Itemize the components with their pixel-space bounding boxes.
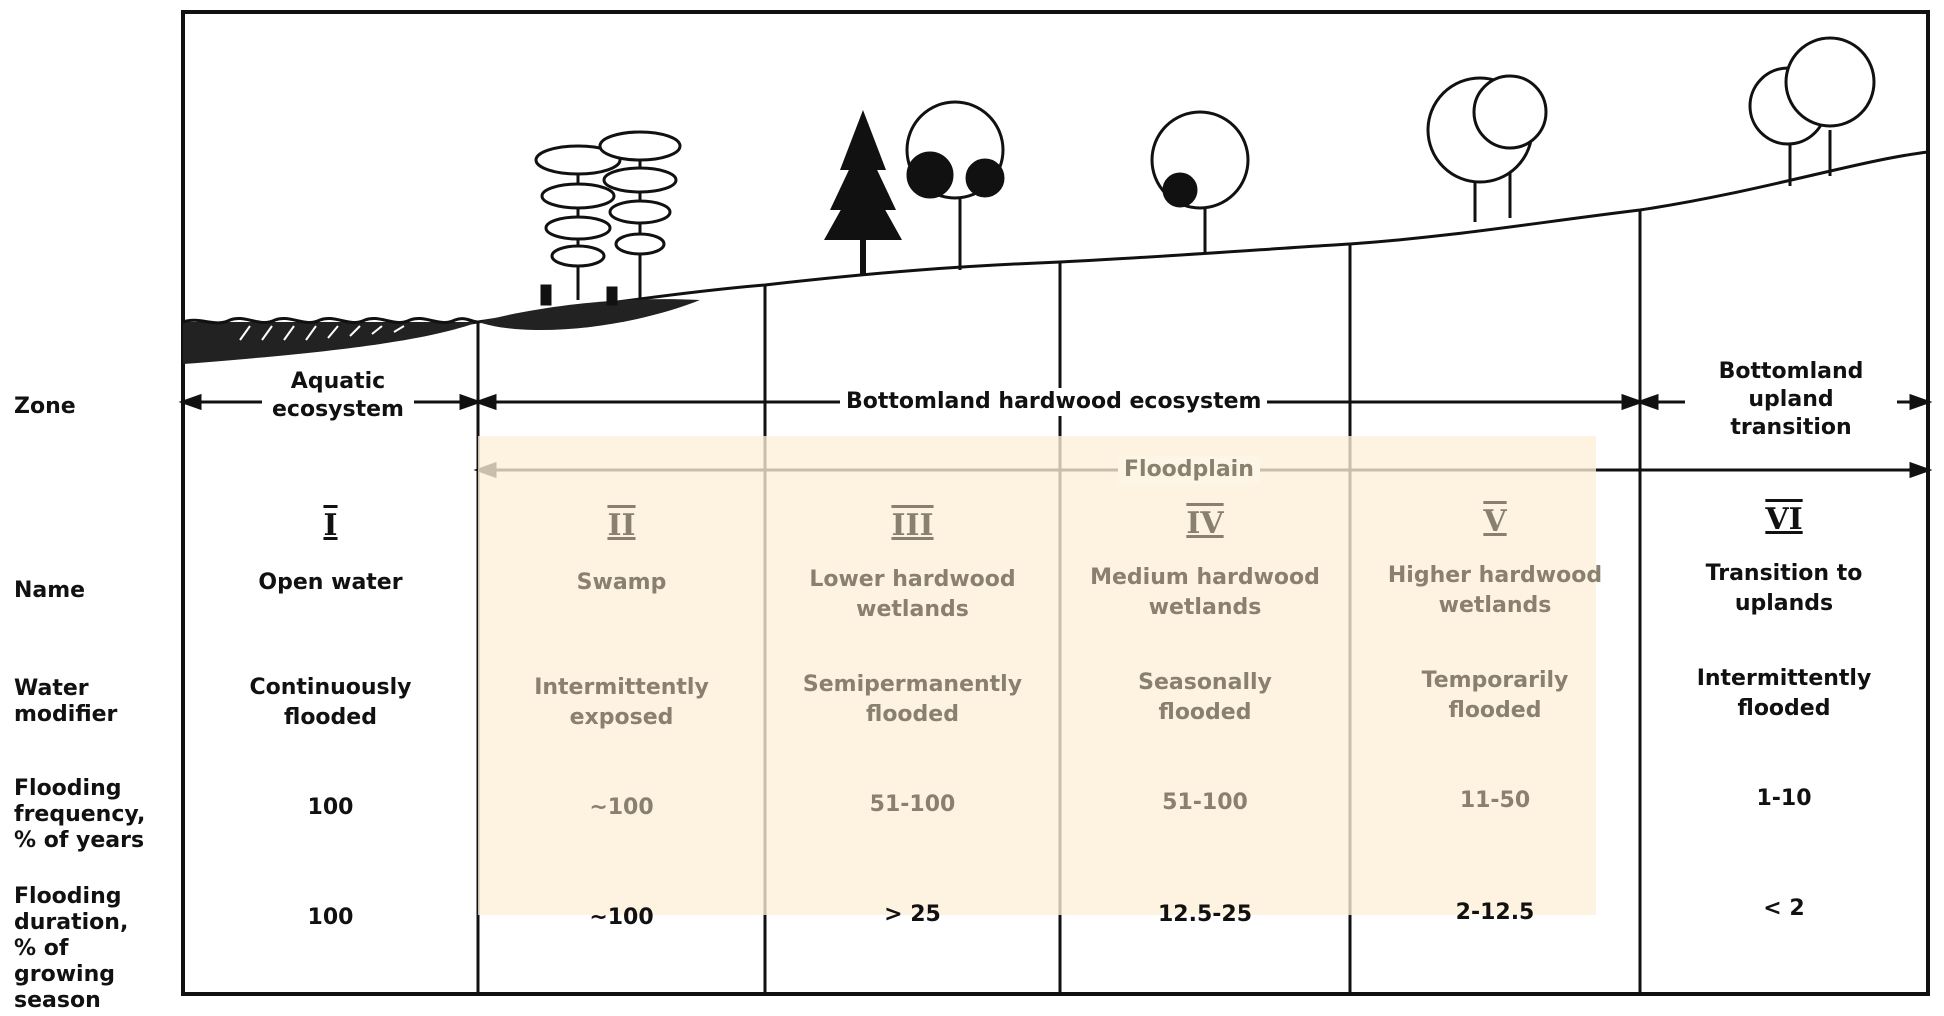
row-label-flooding-duration: Flooding duration, % of growing season [14, 884, 129, 1013]
zone-numeral: VI [1765, 502, 1803, 537]
flooding-frequency: 51-100 [1162, 790, 1248, 815]
water-modifier: Continuously flooded [249, 675, 412, 730]
flooding-frequency: 1-10 [1756, 786, 1812, 811]
water-modifier: Intermittently exposed [534, 675, 709, 730]
flooding-frequency: 51-100 [869, 792, 956, 817]
flooding-frequency: 11-50 [1459, 788, 1531, 813]
water-modifier: Semipermanently flooded [802, 672, 1023, 727]
flooding-frequency: ~100 [589, 795, 654, 820]
open-water-icon [182, 317, 479, 364]
cypress-tree-icon [534, 130, 682, 306]
flooding-duration: > 25 [884, 902, 941, 927]
water-modifier: Seasonally flooded [1138, 670, 1272, 725]
zone-numeral: V [1483, 504, 1507, 539]
zone-name: Higher hardwood wetlands [1387, 563, 1603, 618]
zone-name: Transition to uplands [1705, 561, 1863, 616]
row-label-zone: Zone [14, 394, 76, 419]
row-label-name: Name [14, 578, 86, 603]
flooding-duration: ~100 [589, 905, 654, 930]
flooding-duration: 12.5-25 [1157, 902, 1253, 927]
flooding-duration: < 2 [1763, 896, 1805, 921]
zone-numeral: II [607, 508, 636, 543]
zone-name: Swamp [576, 570, 667, 595]
flooding-duration: 100 [307, 905, 354, 930]
flooding-duration: 2-12.5 [1455, 900, 1535, 925]
hardwood-tree-icon [905, 36, 1876, 270]
zone-name: Open water [258, 570, 403, 595]
diagram-frame [181, 10, 1930, 996]
zone-numeral: IV [1186, 506, 1224, 541]
row-label-flooding-frequency: Flooding frequency, % of years [14, 776, 146, 853]
zone-name: Medium hardwood wetlands [1090, 565, 1320, 620]
row-label-water-modifier: Water modifier [14, 676, 118, 727]
zone-name: Lower hardwood wetlands [809, 567, 1016, 622]
aquatic-ecosystem-label: Aquatic ecosystem [262, 368, 414, 424]
water-modifier: Temporarily flooded [1421, 668, 1569, 723]
pine-tree-icon [824, 110, 902, 276]
bottomland-ecosystem-label: Bottomland hardwood ecosystem [840, 388, 1268, 416]
floodplain-highlight [478, 436, 1596, 915]
flooding-frequency: 100 [307, 795, 354, 820]
floodplain-label: Floodplain [1118, 456, 1260, 484]
zone-numeral: III [891, 508, 934, 543]
transition-label: Bottomland upland transition [1685, 358, 1897, 442]
swamp-muck-icon [478, 299, 700, 330]
zone-numeral: I [323, 508, 338, 543]
water-modifier: Intermittently flooded [1696, 666, 1872, 721]
